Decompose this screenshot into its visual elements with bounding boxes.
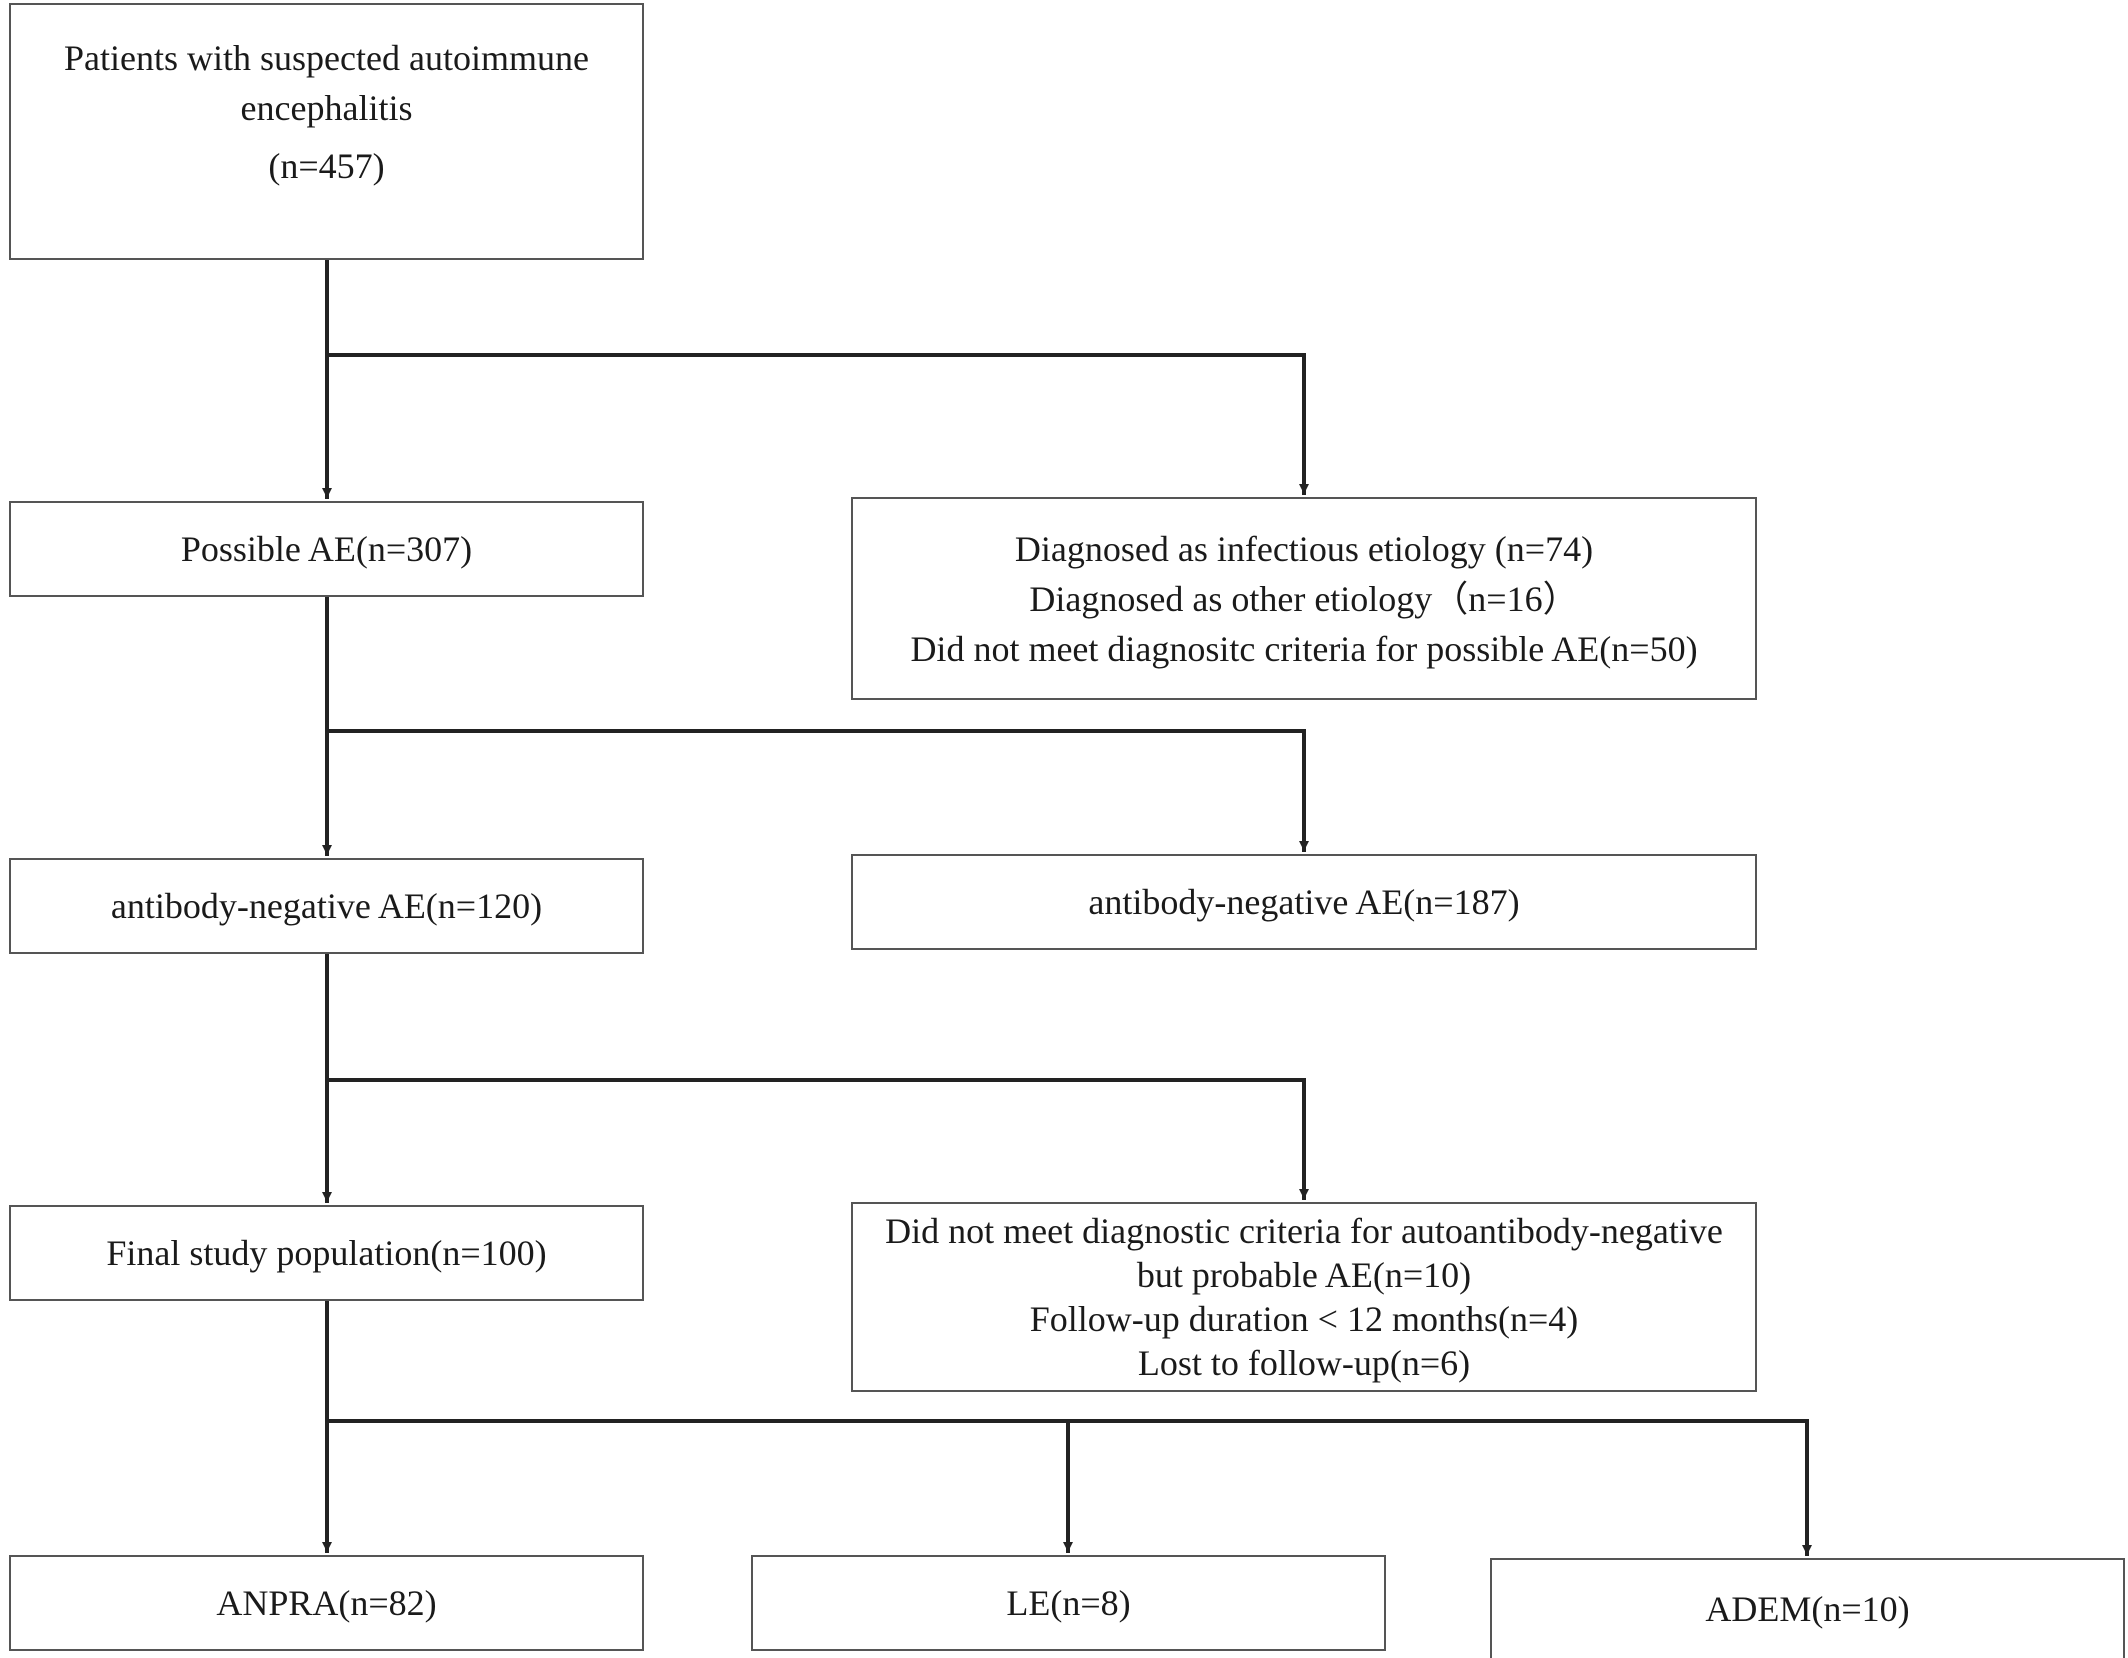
box-adem: ADEM(n=10) bbox=[1490, 1558, 2125, 1658]
box-line: but probable AE(n=10) bbox=[1136, 1255, 1472, 1295]
box-final-study-population: Final study population(n=100) bbox=[9, 1205, 644, 1301]
box-line: (n=457) bbox=[268, 146, 385, 186]
box-suspected-patients: Patients with suspected autoimmune encep… bbox=[9, 3, 644, 260]
box-line: Did not meet diagnostic criteria for aut… bbox=[885, 1211, 1723, 1251]
box-line: ANPRA(n=82) bbox=[216, 1583, 437, 1623]
box-line: antibody-negative AE(n=187) bbox=[1088, 882, 1520, 922]
box-antibody-negative-120: antibody-negative AE(n=120) bbox=[9, 858, 644, 954]
box-line: Follow-up duration < 12 months(n=4) bbox=[1029, 1299, 1579, 1339]
box-line: Patients with suspected autoimmune bbox=[64, 38, 589, 78]
box-le: LE(n=8) bbox=[751, 1555, 1386, 1651]
box-line: encephalitis bbox=[240, 88, 413, 128]
box-line: ADEM(n=10) bbox=[1705, 1589, 1910, 1629]
box-excluded-etiology: Diagnosed as infectious etiology (n=74) … bbox=[851, 497, 1757, 700]
box-line: Diagnosed as other etiology（n=16） bbox=[1029, 578, 1579, 619]
box-possible-ae: Possible AE(n=307) bbox=[9, 501, 644, 597]
box-anpra: ANPRA(n=82) bbox=[9, 1555, 644, 1651]
box-line: Lost to follow-up(n=6) bbox=[1137, 1343, 1471, 1383]
box-line: LE(n=8) bbox=[1006, 1583, 1131, 1623]
box-antibody-negative-187: antibody-negative AE(n=187) bbox=[851, 854, 1757, 950]
box-excluded-criteria: Did not meet diagnostic criteria for aut… bbox=[851, 1202, 1757, 1392]
box-line: Possible AE(n=307) bbox=[180, 529, 473, 569]
box-line: Diagnosed as infectious etiology (n=74) bbox=[1014, 528, 1594, 569]
box-line: antibody-negative AE(n=120) bbox=[110, 886, 543, 926]
box-line: Final study population(n=100) bbox=[106, 1233, 547, 1273]
box-line: Did not meet diagnositc criteria for pos… bbox=[910, 628, 1698, 669]
